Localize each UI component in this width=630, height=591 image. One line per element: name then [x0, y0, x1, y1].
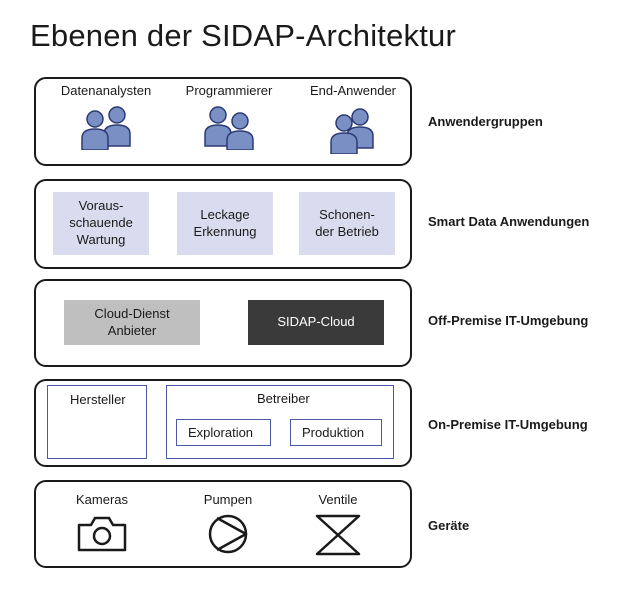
valve-icon [315, 514, 361, 556]
app-label: Voraus- schauende Wartung [69, 198, 133, 247]
users-icon [204, 106, 254, 150]
app-leakage-detection: Leckage Erkennung [177, 192, 273, 255]
page-title: Ebenen der SIDAP-Architektur [30, 18, 457, 53]
device-label: Ventile [318, 492, 358, 507]
production-box [290, 419, 382, 446]
user-group-label: End-Anwender [310, 83, 396, 98]
manufacturer-box [47, 385, 147, 459]
user-group-label: Datenanalysten [60, 83, 152, 98]
layer-on-premise [34, 379, 412, 467]
user-group-label: Programmierer [185, 83, 273, 98]
app-label: Leckage Erkennung [193, 206, 257, 239]
cloud-provider-box: Cloud-Dienst Anbieter [64, 300, 200, 345]
operator-box [166, 385, 394, 459]
layer-label-user-groups: Anwendergruppen [428, 114, 543, 129]
exploration-label: Exploration [188, 425, 254, 440]
user-group-datenanalysten: Datenanalysten [50, 83, 162, 150]
users-icon [81, 106, 131, 150]
production-label: Produktion [302, 425, 365, 440]
device-label: Pumpen [203, 492, 253, 507]
sidap-cloud-box: SIDAP-Cloud [248, 300, 384, 345]
device-pumps: Pumpen [188, 492, 268, 554]
layer-label-smart-data: Smart Data Anwendungen [428, 214, 590, 229]
pump-icon [208, 514, 248, 554]
layer-label-devices: Geräte [428, 518, 470, 533]
user-group-end-anwender: End-Anwender [297, 83, 409, 154]
operator-label: Betreiber [257, 391, 310, 406]
device-cameras: Kameras [62, 492, 142, 553]
device-valves: Ventile [298, 492, 378, 556]
camera-icon [77, 516, 127, 552]
app-predictive-maintenance: Voraus- schauende Wartung [53, 192, 149, 255]
cloud-provider-label: Cloud-Dienst Anbieter [94, 305, 170, 338]
device-label: Kameras [75, 492, 129, 507]
sidap-cloud-label: SIDAP-Cloud [277, 314, 355, 330]
app-gentle-operation: Schonen- der Betrieb [299, 192, 395, 255]
layer-label-off-premise: Off-Premise IT-Umgebung [428, 313, 589, 328]
users-icon [330, 108, 374, 154]
exploration-box [176, 419, 271, 446]
user-group-programmierer: Programmierer [173, 83, 285, 150]
layer-label-on-premise: On-Premise IT-Umgebung [428, 417, 588, 432]
app-label: Schonen- der Betrieb [315, 206, 379, 239]
manufacturer-label: Hersteller [70, 392, 126, 407]
